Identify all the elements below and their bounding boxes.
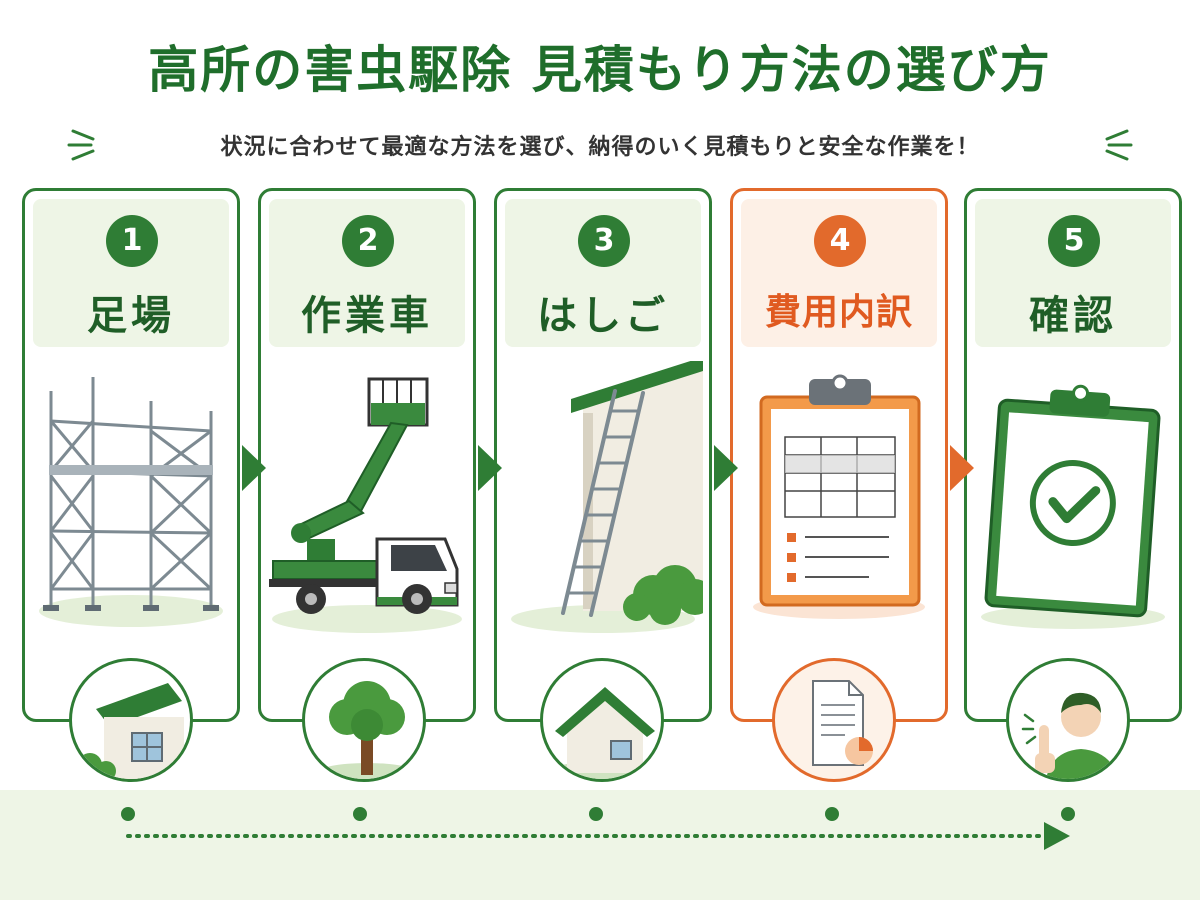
step-number-badge: 1 bbox=[106, 215, 158, 267]
step-label: 確認 bbox=[1029, 293, 1117, 339]
step-label: 費用内訳 bbox=[764, 292, 913, 333]
timeline-dot bbox=[1061, 807, 1075, 821]
house-roof-icon bbox=[547, 687, 661, 779]
step-card-header: 2 作業車 bbox=[269, 199, 465, 347]
step-card-header: 1 足場 bbox=[33, 199, 229, 347]
step-number-badge: 3 bbox=[578, 215, 630, 267]
step-card-header: 5 確認 bbox=[975, 199, 1171, 347]
burst-right-icon bbox=[1105, 129, 1133, 161]
aerial-work-truck-icon bbox=[269, 377, 462, 633]
subtitle: 状況に合わせて最適な方法を選び、納得のいく見積もりと安全な作業を！ bbox=[220, 135, 980, 160]
arrow-right-icon bbox=[714, 445, 738, 491]
step-number-badge: 2 bbox=[342, 215, 394, 267]
step-card-confirmation: 5 確認 bbox=[964, 188, 1182, 722]
timeline-dot bbox=[353, 807, 367, 821]
step-card-scaffolding: 1 足場 bbox=[22, 188, 240, 722]
tree-icon bbox=[317, 681, 417, 779]
timeline-dot bbox=[825, 807, 839, 821]
step-card-aerial-truck: 2 作業車 bbox=[258, 188, 476, 722]
cost-clipboard-icon bbox=[753, 374, 925, 619]
step-card-header: 3 はしご bbox=[505, 199, 701, 347]
timeline bbox=[121, 807, 1075, 850]
document-pie-chart-icon bbox=[812, 680, 873, 766]
circle-house-eave bbox=[69, 658, 193, 782]
step-card-header: 4 費用内訳 bbox=[741, 199, 937, 347]
arrow-right-icon bbox=[242, 445, 266, 491]
circle-house-roof bbox=[540, 658, 664, 782]
step-label: 足場 bbox=[87, 293, 175, 339]
arrow-right-icon bbox=[950, 445, 974, 491]
step-number-badge: 5 bbox=[1048, 215, 1100, 267]
circle-person bbox=[1006, 658, 1130, 782]
circle-document-chart bbox=[772, 658, 896, 782]
check-clipboard-icon bbox=[981, 384, 1165, 629]
step-card-ladder: 3 はしご bbox=[494, 188, 712, 722]
step-label: はしご bbox=[537, 293, 669, 339]
person-pointing-icon bbox=[1021, 692, 1120, 779]
house-eave-icon bbox=[74, 683, 190, 779]
step-label: 作業車 bbox=[301, 293, 433, 339]
page-title: 高所の害虫駆除 見積もり方法の選び方 bbox=[148, 41, 1052, 99]
timeline-dot bbox=[589, 807, 603, 821]
scaffolding-icon bbox=[39, 377, 223, 627]
burst-left-icon bbox=[67, 129, 95, 161]
timeline-arrow-icon bbox=[1044, 822, 1070, 850]
ladder-icon bbox=[511, 361, 703, 633]
subtitle-row: 状況に合わせて最適な方法を選び、納得のいく見積もりと安全な作業を！ bbox=[0, 125, 1200, 165]
step-card-cost-breakdown: 4 費用内訳 bbox=[730, 188, 948, 722]
circle-tree bbox=[302, 658, 426, 782]
timeline-dot bbox=[121, 807, 135, 821]
arrow-right-icon bbox=[478, 445, 502, 491]
step-number-badge: 4 bbox=[814, 215, 866, 267]
